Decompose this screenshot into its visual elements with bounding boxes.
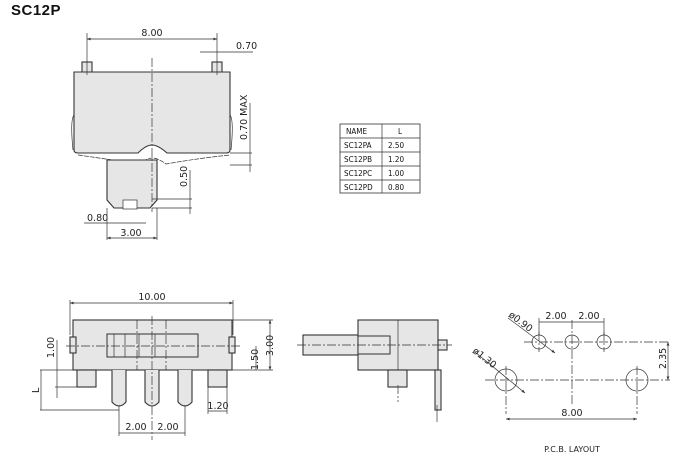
pcb-pitch-1: 2.00	[545, 311, 566, 322]
table-cell: 1.00	[388, 169, 404, 178]
dim-notch: 0.80	[87, 213, 108, 224]
dim-tab: 1.00	[46, 337, 57, 358]
dim-pitch: 8.00	[141, 28, 162, 39]
top-view: 8.00 0.70 0.70 MAX 0.50 0.80 3.00	[71, 28, 257, 240]
table-header-l: L	[398, 127, 402, 136]
dim-pitch-2: 2.00	[157, 422, 178, 433]
dim-l: L	[31, 387, 42, 393]
dim-travel: 0.50	[179, 166, 190, 187]
dim-pitch-1: 2.00	[125, 422, 146, 433]
dim-height: 3.00	[265, 335, 276, 356]
dim-width: 3.00	[120, 228, 141, 239]
table-cell: 0.80	[388, 183, 404, 192]
table-cell: SC12PC	[344, 169, 372, 178]
table-cell: 1.20	[388, 155, 404, 164]
table-cell: SC12PA	[344, 141, 372, 150]
dim-max: 0.70 MAX	[239, 94, 250, 140]
pcb-caption: P.C.B. LAYOUT	[544, 445, 600, 454]
pcb-dia-large: ø1.30	[470, 346, 498, 371]
table-cell: SC12PD	[344, 183, 373, 192]
dim-pin: 0.70	[236, 41, 257, 52]
table-cell: SC12PB	[344, 155, 372, 164]
dim-length: 10.00	[138, 292, 165, 303]
pcb-pitch-2: 2.00	[578, 311, 599, 322]
dim-center: 1.50	[250, 349, 261, 370]
pcb-span: 8.00	[561, 408, 582, 419]
table-header-name: NAME	[346, 127, 368, 136]
dim-tab-width: 1.20	[207, 401, 228, 412]
part-title: SC12P	[11, 2, 62, 19]
pcb-row: 2.35	[658, 348, 669, 369]
front-view: 10.00 3.00 1.50 1.00 L 1.20 2.00 2.00	[31, 292, 276, 440]
table-cell: 2.50	[388, 141, 404, 150]
pcb-layout: 2.00 2.00 2.35 8.00 ø0.90 ø1.30 P.C.B. L…	[470, 310, 670, 454]
side-view	[297, 319, 452, 422]
pcb-dia-small: ø0.90	[506, 310, 534, 335]
